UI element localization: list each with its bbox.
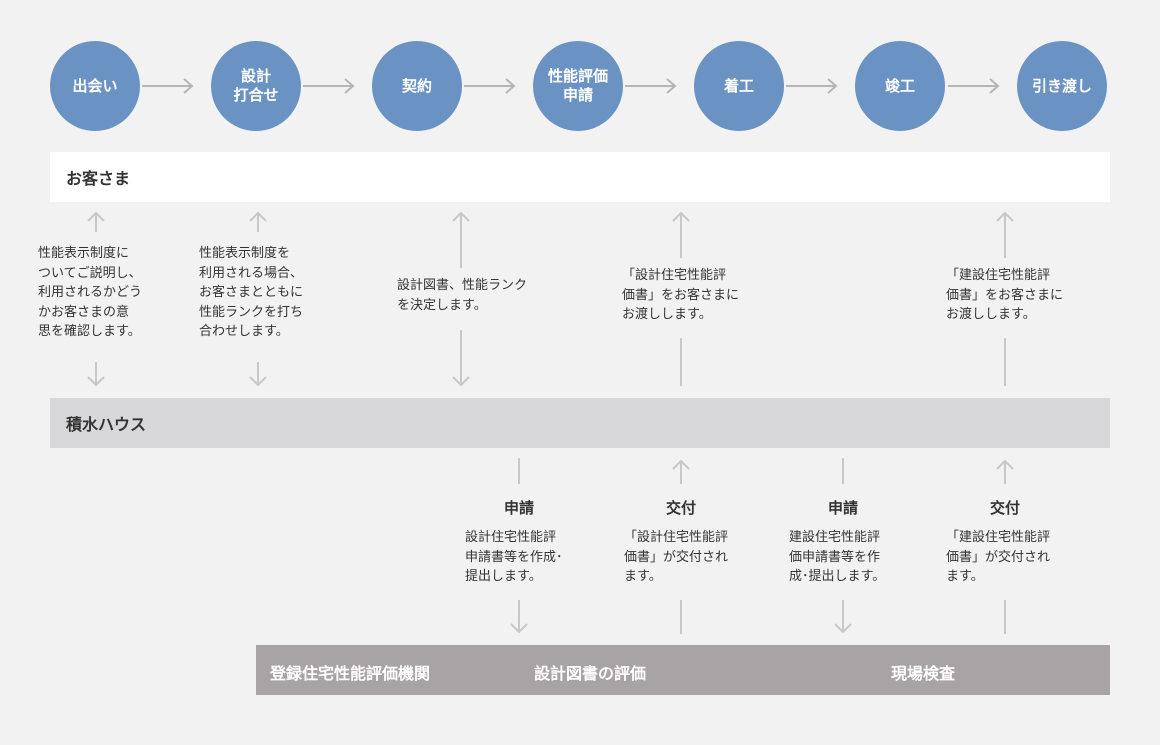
customer-note-deliver-design-evaluation: 「設計住宅性能評 価書」をお客さまに お渡しします。 bbox=[622, 266, 740, 325]
step-contract: 契約 bbox=[372, 41, 462, 131]
step-design-consultation: 設計 打合せ bbox=[211, 41, 301, 131]
flow-arrow-icon bbox=[142, 78, 194, 94]
site-inspection-label: 現場検査 bbox=[891, 664, 956, 683]
sekisui-house-band: 積水ハウス bbox=[50, 398, 1110, 448]
evaluation-agency-band: 登録住宅性能評価機関 設計図書の評価 現場検査 bbox=[256, 645, 1110, 695]
customer-note-deliver-construction-evaluation: 「建設住宅性能評 価書」をお客さまに お渡しします。 bbox=[946, 266, 1064, 325]
action-heading-construction-application: 申請 bbox=[827, 499, 858, 517]
action-note-design-application: 設計住宅性能評 申請書等を作成･ 提出します。 bbox=[465, 528, 563, 587]
design-document-evaluation-label: 設計図書の評価 bbox=[534, 664, 647, 683]
customer-note-decide-rank: 設計図書、性能ランク を決定します。 bbox=[397, 276, 528, 315]
customer-band: お客さま bbox=[50, 152, 1110, 202]
customer-note-rank-consultation: 性能表示制度を 利用される場合、 お客さまとともに 性能ランクを打ち 合わせしま… bbox=[199, 244, 304, 342]
flow-arrow-icon bbox=[625, 78, 677, 94]
step-handover: 引き渡し bbox=[1017, 41, 1107, 131]
flow-arrow-icon bbox=[303, 78, 355, 94]
step-completion: 竣工 bbox=[855, 41, 945, 131]
sekisui-house-band-label: 積水ハウス bbox=[66, 415, 147, 434]
action-note-construction-issued: 「建設住宅性能評 価書」が交付され ます。 bbox=[946, 528, 1051, 587]
action-heading-construction-issued: 交付 bbox=[989, 499, 1020, 517]
step-meeting: 出会い bbox=[50, 41, 140, 131]
flow-arrow-icon bbox=[464, 78, 516, 94]
flow-arrow-icon bbox=[786, 78, 838, 94]
step-performance-application: 性能評価 申請 bbox=[533, 41, 623, 131]
step-construction-start: 着工 bbox=[694, 41, 784, 131]
action-note-construction-application: 建設住宅性能評 価申請書等を作 成･提出します。 bbox=[789, 528, 886, 587]
customer-band-label: お客さま bbox=[66, 169, 131, 188]
customer-note-explain-system: 性能表示制度に ついてご説明し、 利用されるかどう かお客さまの意 思を確認しま… bbox=[38, 244, 143, 342]
action-heading-design-issued: 交付 bbox=[665, 499, 696, 517]
action-heading-design-application: 申請 bbox=[503, 499, 534, 517]
evaluation-agency-label: 登録住宅性能評価機関 bbox=[270, 664, 431, 683]
action-note-design-issued: 「設計住宅性能評 価書」が交付され ます。 bbox=[624, 528, 729, 587]
flow-arrow-icon bbox=[948, 78, 1000, 94]
